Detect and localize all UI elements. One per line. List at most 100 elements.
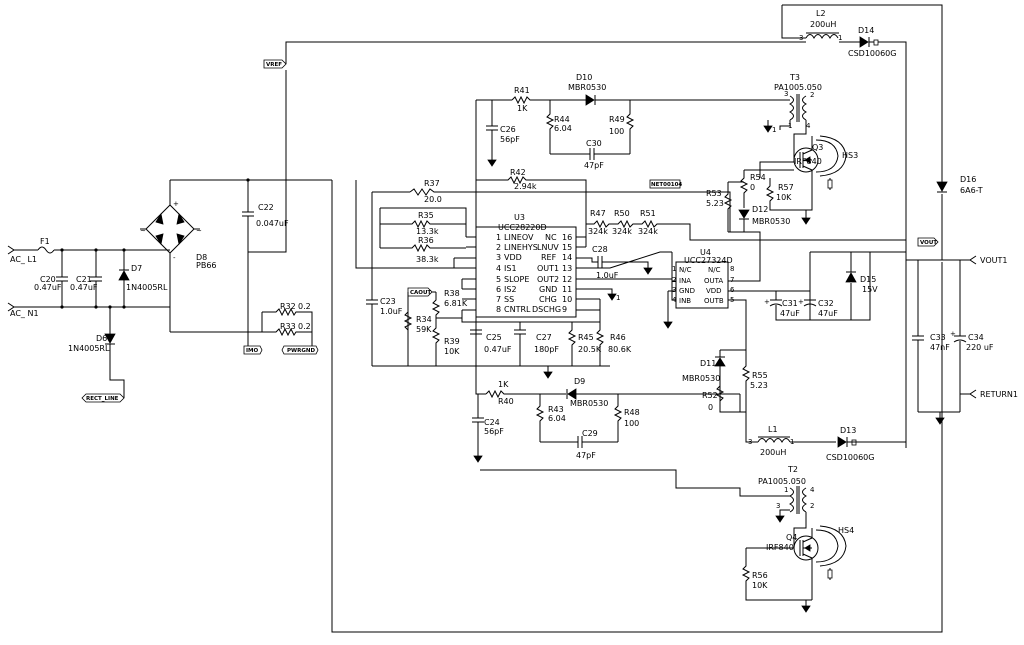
u3-pin-4-num: 4	[496, 264, 501, 273]
flag-net00104: NET00104	[651, 182, 682, 188]
c34-value: 220 uF	[966, 343, 994, 352]
flag-vref: VREF	[266, 62, 282, 68]
r36-ref: R36	[418, 236, 434, 245]
c27-ref: C27	[536, 333, 552, 342]
u3-pin-12-num: 12	[562, 275, 572, 284]
c23-ref: C23	[380, 297, 396, 306]
r48-ref: R48	[624, 408, 640, 417]
d7-value: 1N4005RL	[126, 283, 168, 292]
r44-value: 6.04	[554, 124, 572, 133]
r32-ref: R32	[280, 302, 296, 311]
r56-ref: R56	[752, 571, 768, 580]
t2-pin-2: 2	[810, 502, 814, 510]
r53-value: 5.23	[706, 199, 724, 208]
flag-rect-line: RECT_LINE	[86, 396, 119, 402]
d10-ref: D10	[576, 73, 592, 82]
hs3-ref: HS3	[842, 151, 858, 160]
c27-value: 180pF	[534, 345, 559, 354]
r50-value: 324k	[612, 227, 632, 236]
u3-left-network: R37 20.0 R35 13.3k R36 38.3k C23 1.0uF C…	[355, 179, 650, 379]
c31-ref: C31	[782, 299, 798, 308]
u3-ref: U3	[514, 213, 525, 222]
r38-value: 6.81K	[444, 299, 468, 308]
t2-value: PA1005.050	[758, 477, 806, 486]
t3-pin-4: 4	[806, 122, 811, 130]
t3-gnd-label: 1	[772, 126, 776, 134]
c21-ref: C21	[76, 275, 92, 284]
r48-value: 100	[624, 419, 639, 428]
input-section: AC_ L1 F1 AC_ N1 C20 0.47uF C21 0.47uF D…	[7, 59, 332, 403]
d15-value: 15V	[862, 285, 878, 294]
l2-pin-1: 1	[838, 34, 842, 42]
r46-value: 80.6K	[608, 345, 632, 354]
u3-pin-3-name: VDD	[504, 253, 522, 262]
d9-ref: D9	[574, 377, 585, 386]
c34-polarity: +	[950, 330, 956, 338]
r49-ref: R49	[609, 115, 625, 124]
u3-pin-10-num: 10	[562, 295, 572, 304]
r42-ref: R42	[510, 168, 526, 177]
d13-value: CSD10060G	[826, 453, 874, 462]
u3-pin-6-name: IS2	[504, 285, 517, 294]
c32-ref: C32	[818, 299, 834, 308]
u4-pin-2-num: 2	[672, 276, 676, 284]
u3-pin-7-num: 7	[496, 295, 501, 304]
c33-value: 47nF	[930, 343, 950, 352]
d6-ref: D6	[96, 334, 107, 343]
gate-network-top: R41 1K D10 MBR0530 C26 56pF R44 6.04 R49…	[475, 73, 906, 280]
r36-value: 38.3k	[416, 255, 439, 264]
u4-pin-3-name: GND	[679, 287, 695, 295]
q4-value: IRF840	[766, 543, 794, 552]
r37-value: 20.0	[424, 195, 442, 204]
t3-ref: T3	[789, 73, 800, 82]
r33-value: 0.2	[298, 322, 311, 331]
port-vout1: VOUT1	[980, 256, 1007, 265]
d15-ref: D15	[860, 275, 876, 284]
d11-ref: D11	[700, 359, 716, 368]
d11-value: MBR0530	[682, 374, 720, 383]
u3-right-pins: NC 16 LNUV 15 REF 14 OUT1 13 OUT2 12 GND…	[532, 233, 572, 314]
r45-ref: R45	[578, 333, 594, 342]
q3-value: IRF840	[794, 157, 822, 166]
u4-pin-2-name: INA	[679, 277, 691, 285]
t2-pin-4: 4	[810, 486, 815, 494]
l2-pin-3: 3	[799, 34, 803, 42]
r35-ref: R35	[418, 211, 434, 220]
r55-value: 5.23	[750, 381, 768, 390]
u3-pin-15-name: LNUV	[537, 243, 559, 252]
r38-ref: R38	[444, 289, 460, 298]
c33-ref: C33	[930, 333, 946, 342]
c22-value: 0.047uF	[256, 219, 289, 228]
u3-pin-13-name: OUT1	[537, 264, 559, 273]
bottom-power-stage: D11 MBR0530 R55 5.23 R52 0 3 1 L1 200uH …	[682, 350, 907, 613]
c30-ref: C30	[586, 139, 602, 148]
u3-pin-3-num: 3	[496, 253, 501, 262]
u3-pin-16-num: 16	[562, 233, 572, 242]
c23-value: 1.0uF	[380, 307, 403, 316]
c25-ref: C25	[486, 333, 502, 342]
u4-ref: U4	[700, 248, 711, 257]
c28-ref: C28	[592, 245, 608, 254]
d12-ref: D12	[752, 205, 768, 214]
q4-ref: Q4	[786, 533, 797, 542]
u3-pin-9-num: 9	[562, 305, 567, 314]
r52-value: 0	[708, 403, 713, 412]
u3-pin-6-num: 6	[496, 285, 501, 294]
u3-pin-14-name: REF	[541, 253, 557, 262]
u4-part: UCC27324D	[684, 256, 733, 265]
d7-ref: D7	[131, 264, 142, 273]
r57-value: 10K	[776, 193, 792, 202]
r47-value: 324k	[588, 227, 608, 236]
u3-pin-2-num: 2	[496, 243, 501, 252]
u4-pin-8-name: N/C	[708, 266, 721, 274]
c30-value: 47pF	[584, 161, 604, 170]
c21-value: 0.47uF	[70, 283, 98, 292]
r41-value: 1K	[517, 104, 528, 113]
u3-left-pins: 1 LINEOV 2 LINEHYS 3 VDD 4 IS1 5 SLOPE 6…	[496, 233, 538, 314]
l1-ref: L1	[768, 425, 778, 434]
u4-pin-6-name: VDD	[706, 287, 722, 295]
d14-ref: D14	[858, 26, 874, 35]
c22-ref: C22	[258, 203, 274, 212]
top-power-stage: 3 1 L2 200uH D14 CSD10060G 3 2 1 4 T3 PA…	[706, 9, 896, 233]
